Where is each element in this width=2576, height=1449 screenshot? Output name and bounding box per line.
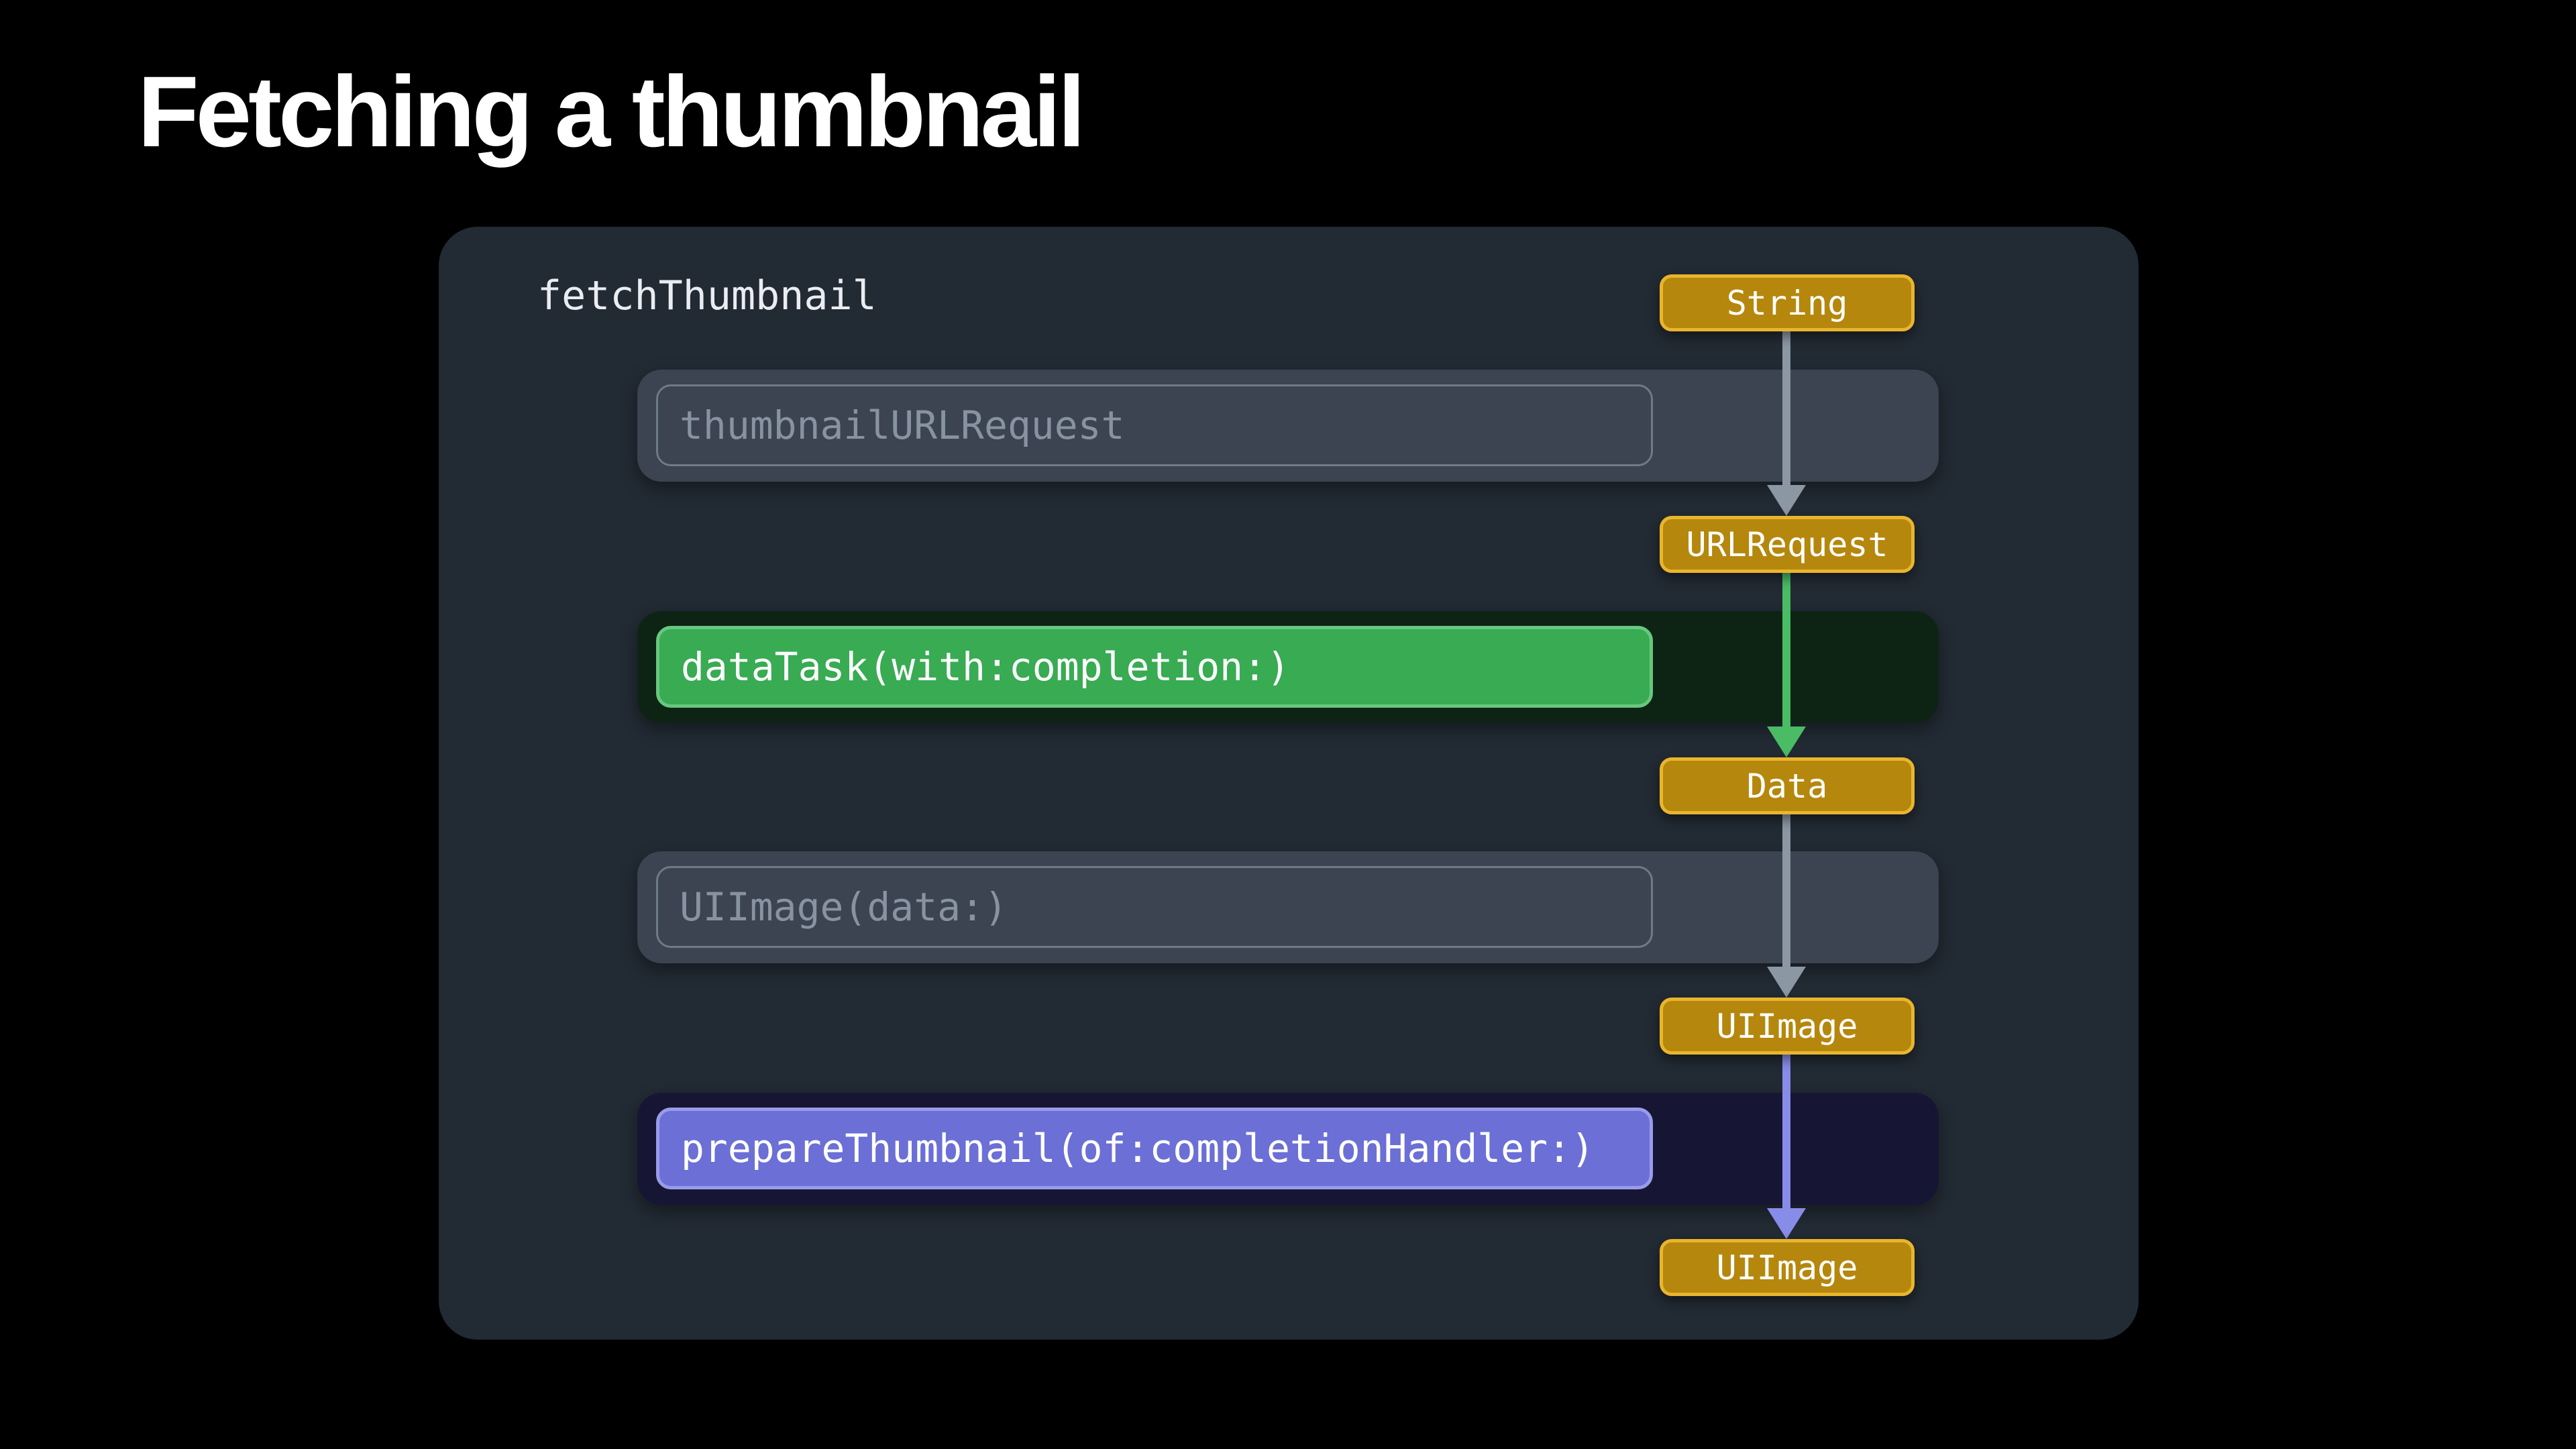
step-row-prepare-thumbnail: prepareThumbnail(of:completionHandler:) bbox=[637, 1093, 1939, 1205]
arrow-line bbox=[1782, 1055, 1790, 1211]
type-badge-uiimage-final: UIImage bbox=[1660, 1239, 1915, 1296]
type-badge-uiimage-intermediate: UIImage bbox=[1660, 998, 1915, 1055]
arrow-head-icon bbox=[1767, 485, 1806, 516]
step-box-uiimage-init: UIImage(data:) bbox=[656, 866, 1653, 948]
badge-label: String bbox=[1726, 283, 1848, 323]
arrow-string-to-urlrequest bbox=[1748, 331, 1825, 516]
step-label: UIImage(data:) bbox=[680, 884, 1008, 930]
arrow-line bbox=[1782, 331, 1790, 488]
type-badge-string: String bbox=[1660, 274, 1915, 331]
step-label: dataTask(with:completion:) bbox=[681, 644, 1290, 690]
type-badge-data: Data bbox=[1660, 757, 1915, 814]
arrow-urlrequest-to-data bbox=[1748, 573, 1825, 757]
step-label: thumbnailURLRequest bbox=[680, 402, 1125, 448]
arrow-head-icon bbox=[1767, 727, 1806, 757]
page-title: Fetching a thumbnail bbox=[138, 55, 1085, 168]
function-name-label: fetchThumbnail bbox=[537, 272, 877, 319]
step-box-data-task: dataTask(with:completion:) bbox=[656, 626, 1653, 708]
step-box-thumbnail-url-request: thumbnailURLRequest bbox=[656, 384, 1653, 466]
badge-label: URLRequest bbox=[1686, 525, 1888, 564]
step-row-uiimage-init: UIImage(data:) bbox=[637, 851, 1939, 963]
step-row-thumbnail-url-request: thumbnailURLRequest bbox=[637, 370, 1939, 482]
arrow-line bbox=[1782, 573, 1790, 729]
arrow-uiimage-to-uiimage bbox=[1748, 1055, 1825, 1239]
step-box-prepare-thumbnail: prepareThumbnail(of:completionHandler:) bbox=[656, 1108, 1653, 1189]
step-row-data-task: dataTask(with:completion:) bbox=[637, 611, 1939, 723]
type-badge-urlrequest: URLRequest bbox=[1660, 516, 1915, 573]
arrow-head-icon bbox=[1767, 967, 1806, 998]
badge-label: UIImage bbox=[1716, 1248, 1858, 1287]
flow-diagram-panel: fetchThumbnail thumbnailURLRequest dataT… bbox=[439, 227, 2139, 1340]
badge-label: Data bbox=[1746, 766, 1828, 806]
arrow-line bbox=[1782, 814, 1790, 969]
step-label: prepareThumbnail(of:completionHandler:) bbox=[681, 1126, 1595, 1171]
badge-label: UIImage bbox=[1716, 1006, 1858, 1046]
arrow-data-to-uiimage bbox=[1748, 814, 1825, 998]
arrow-head-icon bbox=[1767, 1208, 1806, 1239]
